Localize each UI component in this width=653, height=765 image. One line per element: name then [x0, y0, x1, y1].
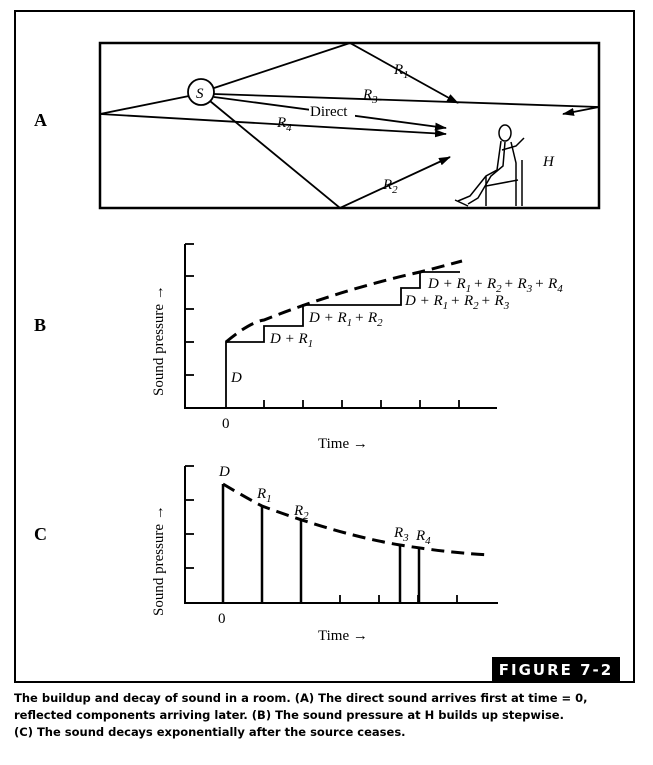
panel-c-origin: 0	[218, 611, 226, 627]
ray-r2	[209, 100, 451, 210]
panel-c-letter: C	[34, 524, 47, 544]
panel-b-axes	[184, 244, 497, 409]
panel-b-step2: D + R1+ R2	[308, 310, 383, 329]
panel-b-origin: 0	[222, 416, 230, 432]
figure-caption: The buildup and decay of sound in a room…	[14, 690, 639, 741]
panel-c-label-r2: R2	[293, 503, 309, 522]
panel-c-label-r4: R4	[415, 528, 431, 547]
panel-c-impulses	[221, 484, 421, 603]
panel-c-xlabel: Time →	[318, 628, 368, 644]
label-r1: R1	[393, 62, 409, 81]
panel-c-xticks	[261, 595, 458, 603]
caption-line-2: reflected components arriving later. (B)…	[14, 708, 564, 722]
label-direct: Direct	[310, 104, 348, 120]
caption-line-1: The buildup and decay of sound in a room…	[14, 691, 588, 705]
panel-a: A S R1 R3 Direct R4 R2 H	[34, 41, 601, 210]
label-r3: R3	[362, 87, 378, 106]
ray-r4	[99, 95, 447, 138]
panel-c-ylabel: Sound pressure →	[151, 505, 167, 616]
listener-figure	[454, 124, 525, 207]
panel-b: B Sound pressure → 0 Time → D D + R1 D +…	[34, 243, 563, 452]
label-r2: R2	[382, 177, 398, 196]
panel-b-step3: D + R1+ R2+ R3	[404, 293, 510, 312]
listener-label: H	[542, 154, 555, 170]
room-outline	[98, 41, 601, 210]
panel-c: C Sound pressure → 0 Time → D R1	[34, 464, 498, 644]
figure-diagram: A S R1 R3 Direct R4 R2 H	[34, 41, 601, 644]
figure-number-badge: FIGURE 7-2	[492, 657, 620, 683]
panel-c-label-r1: R1	[256, 486, 272, 505]
panel-b-ylabel: Sound pressure →	[151, 285, 167, 396]
direct-label-bg	[309, 102, 355, 118]
panel-c-label-r3: R3	[393, 525, 409, 544]
panel-b-envelope	[225, 259, 463, 344]
label-r4: R4	[276, 115, 292, 134]
caption-line-3: (C) The sound decays exponentially after…	[14, 725, 406, 739]
panel-b-xticks	[263, 400, 460, 408]
panel-b-step0: D	[230, 370, 242, 386]
ray-r1	[213, 42, 459, 104]
source-label: S	[196, 86, 204, 102]
panel-c-label-d: D	[218, 464, 230, 480]
panel-b-step4: D + R1+ R2+ R3+ R4	[427, 276, 563, 295]
panel-c-axes	[184, 466, 498, 604]
panel-b-xlabel: Time →	[318, 436, 368, 452]
panel-a-letter: A	[34, 110, 47, 130]
panel-b-step1: D + R1	[269, 331, 313, 350]
panel-c-yticks	[185, 465, 194, 569]
source-circle	[187, 78, 215, 106]
ray-r3	[213, 93, 600, 116]
panel-b-letter: B	[34, 315, 46, 335]
panel-c-envelope	[222, 482, 491, 557]
panel-b-yticks	[185, 243, 194, 376]
figure-frame	[14, 10, 635, 683]
